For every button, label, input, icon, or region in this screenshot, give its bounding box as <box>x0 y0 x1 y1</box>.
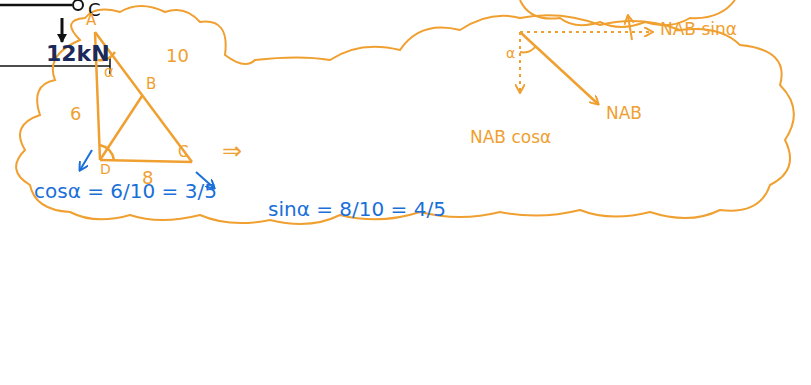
angle-label: α <box>506 46 515 61</box>
point-label: D <box>100 162 111 177</box>
force-component: NAB cosα <box>470 128 551 147</box>
point-label: C <box>178 144 188 161</box>
angle-label: α <box>104 64 114 81</box>
length-label: 10 <box>166 46 189 66</box>
load-value: 12kN <box>46 42 110 66</box>
point-label: A <box>86 12 96 29</box>
force-label: NAB <box>606 104 642 123</box>
formula-text: cosα = 6/10 = 3/5 <box>34 180 217 202</box>
force-component: NAB·sinα <box>660 20 737 39</box>
callout-arrow <box>628 16 632 40</box>
load-arrow <box>61 18 64 42</box>
length-label: 6 <box>70 104 81 124</box>
beam-line <box>0 4 72 7</box>
implies-arrow: ⇒ <box>222 138 242 164</box>
force-diagram <box>520 32 652 104</box>
pointer-arrow <box>80 150 92 170</box>
formula-text: sinα = 8/10 = 4/5 <box>268 198 446 220</box>
point-label: B <box>146 76 156 93</box>
joint-circle <box>73 0 83 10</box>
cloud-outline <box>16 6 794 224</box>
